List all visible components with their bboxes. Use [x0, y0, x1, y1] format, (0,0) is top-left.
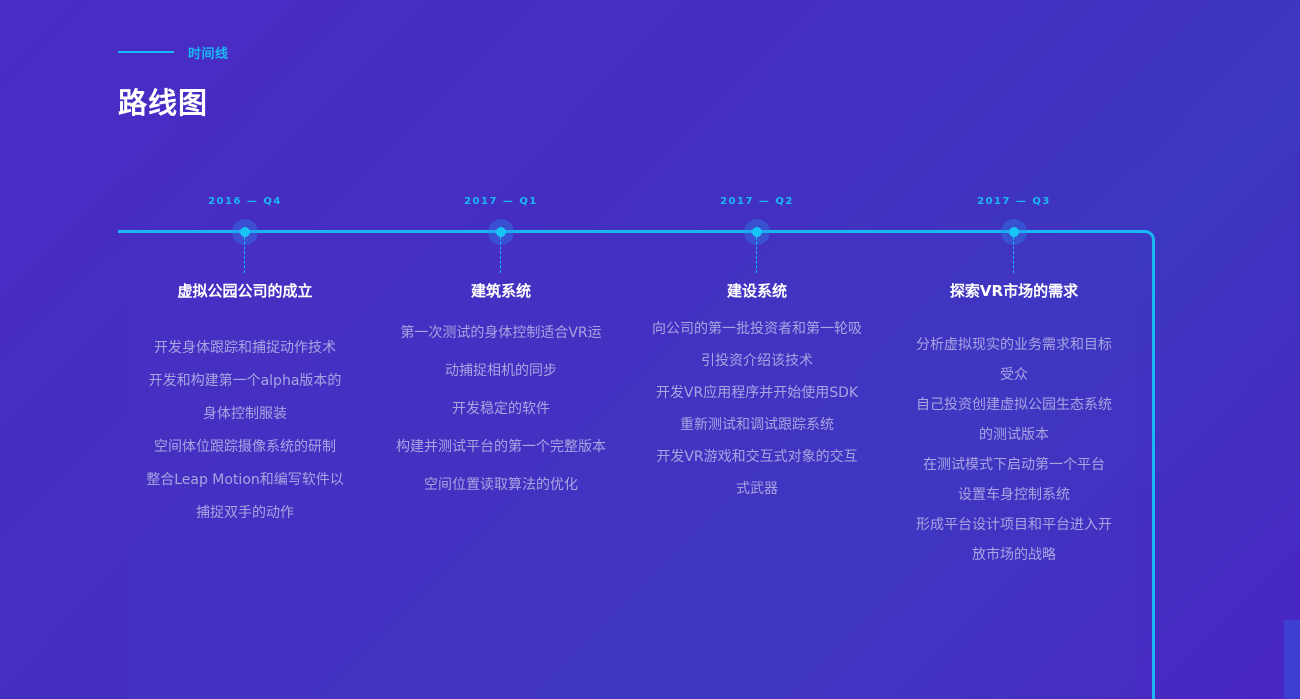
milestone-description: 开发身体跟踪和捕捉动作技术 开发和构建第一个alpha版本的 身体控制服装 空间…: [125, 332, 365, 530]
eyebrow-line: [118, 51, 174, 53]
page-title: 路线图: [118, 86, 209, 120]
milestone-line: 身体控制服装: [203, 406, 287, 422]
timeline-rail-corner: [1138, 230, 1155, 244]
milestone-line: 的测试版本: [979, 427, 1049, 443]
milestone-connector: [500, 237, 501, 273]
milestone-line: 设置车身控制系统: [958, 487, 1070, 503]
milestone-line: 开发VR应用程序并开始使用SDK: [655, 385, 859, 401]
milestone-date: 2016 — Q4: [208, 196, 282, 207]
milestone-connector: [756, 237, 757, 273]
timeline-panel: [128, 232, 1136, 699]
milestone-line: 向公司的第一批投资者和第一轮吸: [652, 321, 862, 337]
milestone-line: 放市场的战略: [972, 547, 1056, 563]
milestone-connector: [1013, 237, 1014, 273]
milestone-marker-icon: [496, 227, 506, 237]
timeline-rail: [118, 230, 1142, 233]
milestone-line: 开发稳定的软件: [452, 401, 550, 417]
milestone-title: 建设系统: [726, 282, 787, 300]
milestone-line: 开发身体跟踪和捕捉动作技术: [154, 340, 336, 356]
milestone-line: 在测试模式下启动第一个平台: [923, 457, 1105, 473]
milestone-line: 捕捉双手的动作: [196, 505, 294, 521]
milestone-line: 重新测试和调试跟踪系统: [680, 417, 834, 433]
milestone-line: 动捕捉相机的同步: [445, 363, 557, 379]
milestone-line: 开发VR游戏和交互式对象的交互: [656, 449, 858, 465]
milestone-line: 引投资介绍该技术: [701, 353, 813, 369]
milestone-title: 建筑系统: [470, 282, 531, 300]
eyebrow-label: 时间线: [188, 46, 229, 62]
milestone-date: 2017 — Q3: [977, 196, 1051, 207]
milestone-date: 2017 — Q2: [720, 196, 794, 207]
milestone-date: 2017 — Q1: [464, 196, 538, 207]
milestone-connector: [244, 237, 245, 273]
milestone-marker-icon: [240, 227, 250, 237]
milestone-line: 分析虚拟现实的业务需求和目标: [916, 337, 1112, 353]
edge-strip: [1284, 620, 1300, 699]
milestone-line: 构建并测试平台的第一个完整版本: [396, 439, 606, 455]
milestone-line: 式武器: [736, 481, 778, 497]
milestone-description: 向公司的第一批投资者和第一轮吸 引投资介绍该技术 开发VR应用程序并开始使用SD…: [637, 313, 877, 505]
milestone-line: 空间体位跟踪摄像系统的研制: [154, 439, 336, 455]
milestone-marker-icon: [1009, 227, 1019, 237]
milestone-marker-icon: [752, 227, 762, 237]
milestone-line: 形成平台设计项目和平台进入开: [916, 517, 1112, 533]
milestone-title: 探索VR市场的需求: [949, 282, 1079, 300]
milestone-line: 空间位置读取算法的优化: [424, 477, 578, 493]
milestone-line: 第一次测试的身体控制适合VR运: [400, 325, 602, 341]
milestone-line: 受众: [1000, 367, 1028, 383]
milestone-line: 整合Leap Motion和编写软件以: [146, 472, 344, 488]
milestone-line: 开发和构建第一个alpha版本的: [148, 373, 342, 389]
section-eyebrow: 时间线: [118, 43, 229, 62]
milestone-description: 分析虚拟现实的业务需求和目标 受众 自己投资创建虚拟公园生态系统 的测试版本 在…: [894, 330, 1134, 570]
milestone-title: 虚拟公园公司的成立: [177, 282, 313, 300]
timeline-rail-vertical: [1152, 242, 1155, 699]
milestone-description: 第一次测试的身体控制适合VR运 动捕捉相机的同步 开发稳定的软件 构建并测试平台…: [381, 314, 621, 504]
milestone-line: 自己投资创建虚拟公园生态系统: [916, 397, 1112, 413]
